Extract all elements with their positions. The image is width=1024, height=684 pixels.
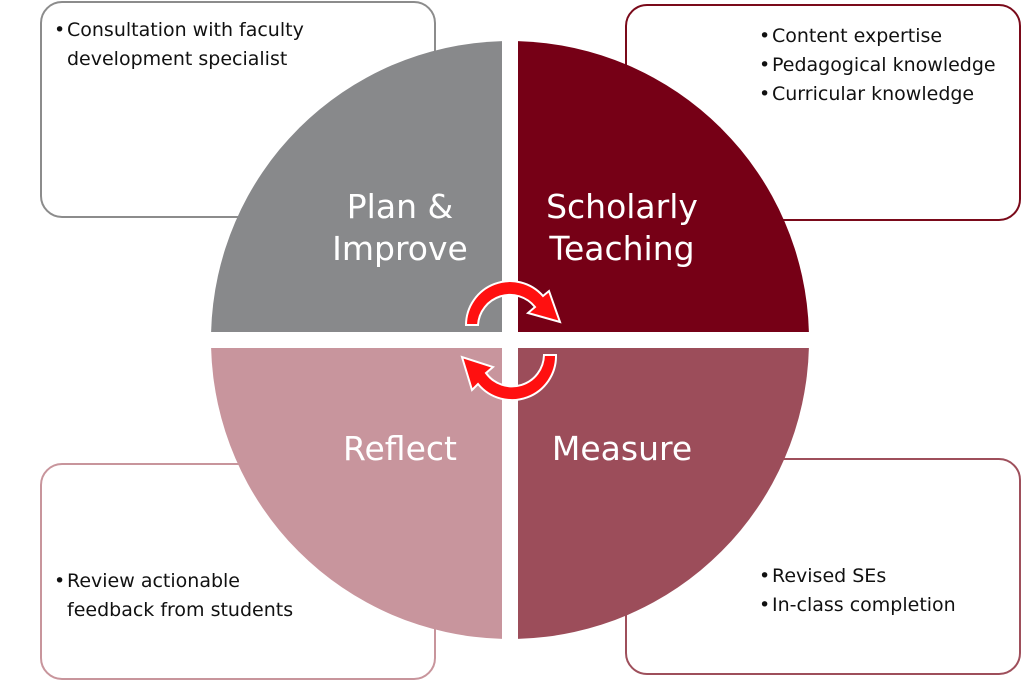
- note-list: Review actionable feedback from students: [54, 567, 294, 625]
- note-item: Consultation with faculty development sp…: [54, 16, 304, 74]
- note-item: Curricular knowledge: [759, 80, 1019, 109]
- label-measure: Measure: [551, 429, 693, 468]
- cycle-arrow-top-icon: [464, 280, 562, 326]
- note-list: Revised SEs In-class completion: [759, 562, 1019, 620]
- quadrant-measure: [518, 348, 809, 639]
- note-item: Revised SEs: [759, 562, 1019, 591]
- note-item: Content expertise: [759, 22, 1019, 51]
- quadrant-reflect: [211, 348, 502, 639]
- note-list: Content expertise Pedagogical knowledge …: [759, 22, 1019, 109]
- label-scholarly-teaching: Scholarly Teaching: [546, 187, 698, 268]
- note-item: Pedagogical knowledge: [759, 51, 1019, 80]
- quadrant-scholarly-teaching: [518, 41, 809, 332]
- label-reflect: Reflect: [343, 429, 457, 468]
- note-list: Consultation with faculty development sp…: [54, 16, 304, 74]
- quadrant-plan-improve: [211, 41, 502, 332]
- note-item: In-class completion: [759, 591, 1019, 620]
- label-plan-improve: Plan & Improve: [332, 187, 468, 268]
- cycle-arrow-bottom-icon: [460, 354, 558, 402]
- note-item: Review actionable feedback from students: [54, 567, 294, 625]
